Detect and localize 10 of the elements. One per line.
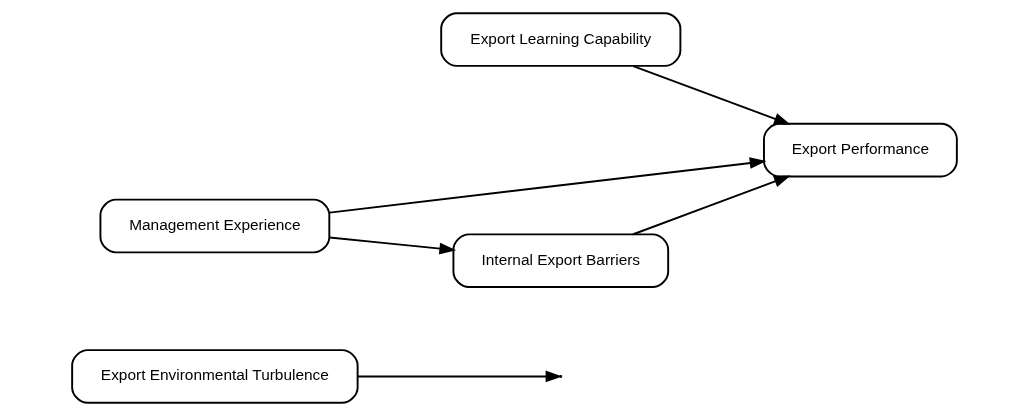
arrow — [328, 157, 767, 214]
node-box: Export Performance — [763, 122, 958, 178]
arrow — [356, 370, 563, 383]
node-box: Internal Export Barriers — [452, 233, 670, 289]
node-box: Management Experience — [99, 198, 331, 254]
node-box: Export Learning Capability — [440, 12, 682, 67]
node-box: Export Environmental Turbulence — [71, 349, 359, 404]
arrow — [328, 236, 457, 255]
arrow — [632, 175, 791, 236]
arrow — [632, 65, 791, 125]
